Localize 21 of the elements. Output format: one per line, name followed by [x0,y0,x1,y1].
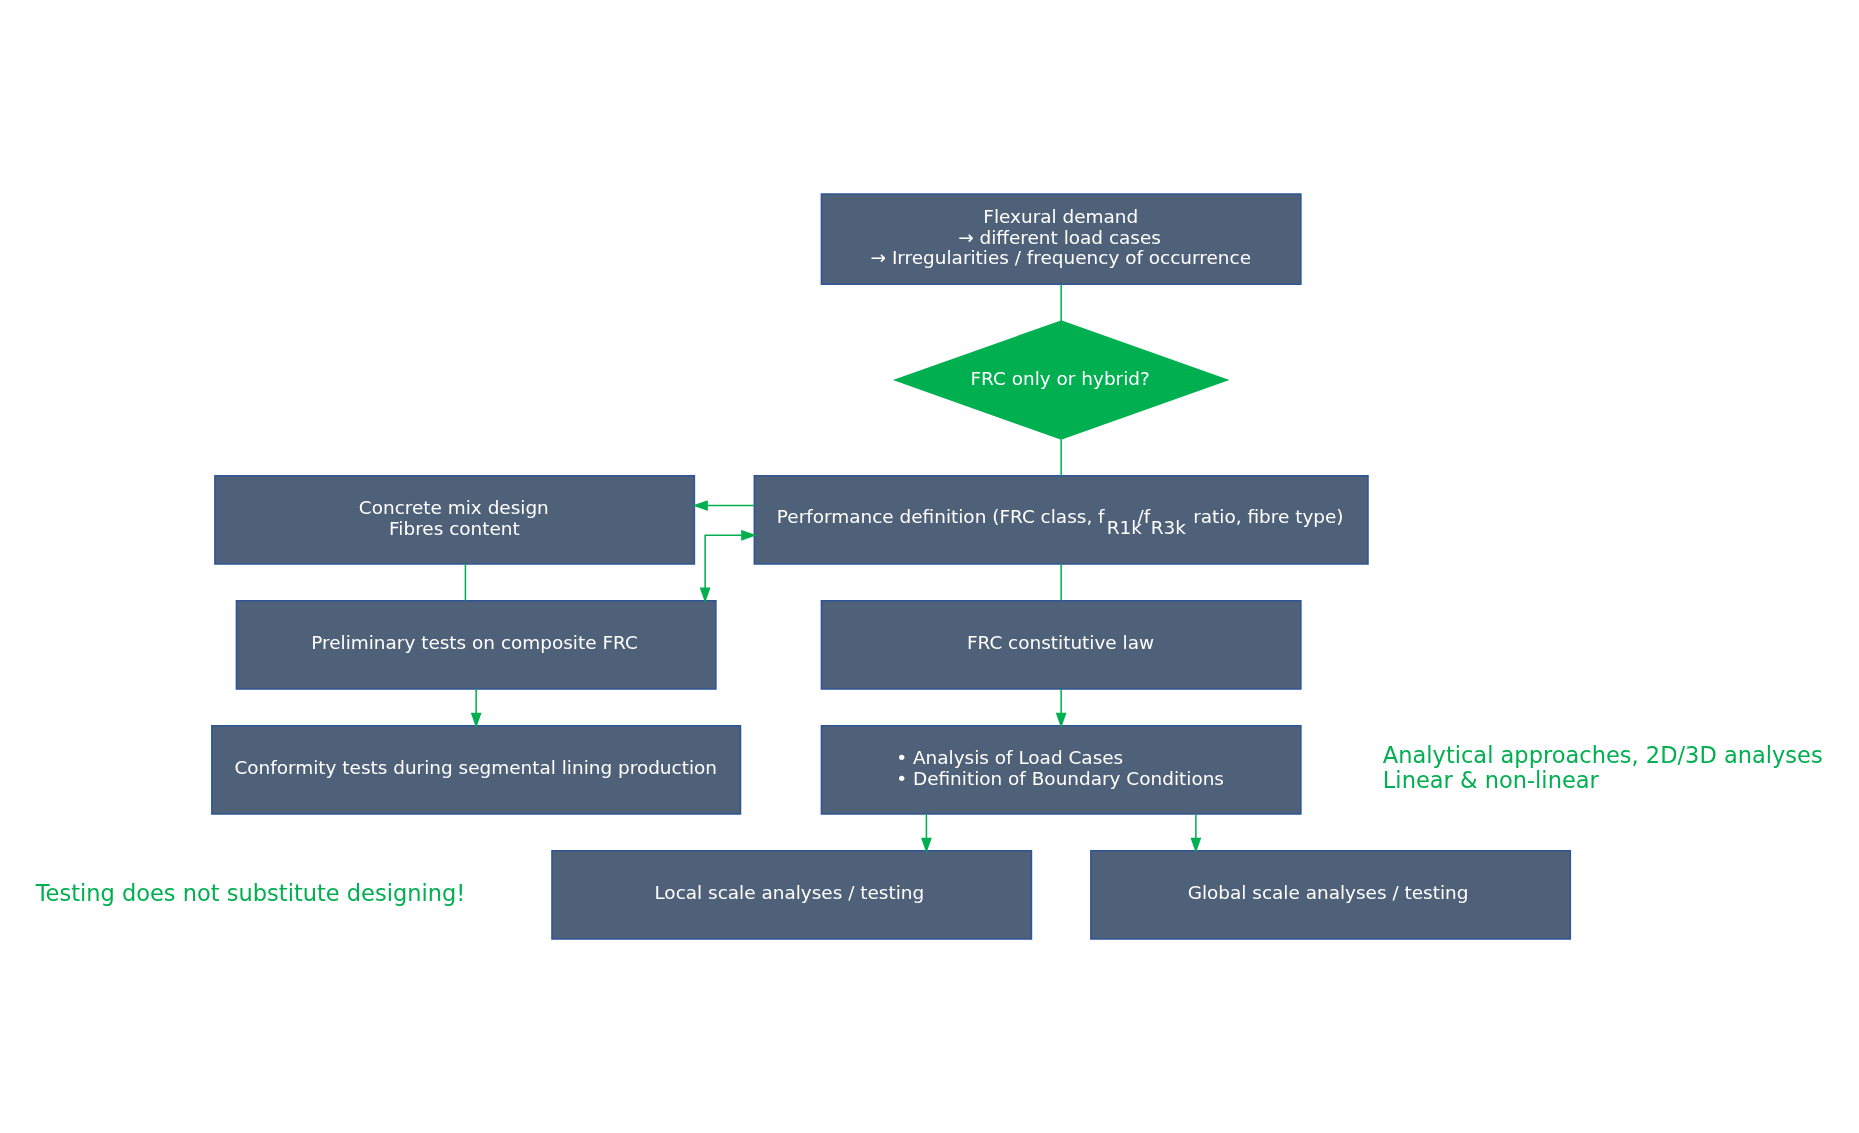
node-box: Conformity tests during segmental lining production [211,725,742,815]
connector [1060,438,1062,477]
arrow [470,688,482,729]
connector [464,563,467,602]
arrow [699,529,757,603]
node-label: Testing does not substitute designing! [35,879,466,906]
connector [1060,283,1062,322]
node-box: Local scale analyses / testing [551,850,1033,940]
node-box: Concrete mix design Fibres content [214,475,696,565]
node-label: Analytical approaches, 2D/3D analyses [1382,742,1823,769]
connector [1060,563,1062,602]
node-box: Global scale analyses / testing [1090,850,1572,940]
node-diamond: FRC only or hybrid? [892,320,1230,440]
node-box: • Analysis of Load Cases • Definition of Boundary Conditions [820,725,1302,815]
arrow [692,500,755,511]
arrow [921,813,932,854]
arrow [1055,688,1067,729]
node-box: Preliminary tests on composite FRC [235,600,717,690]
node-box: FRC constitutive law [820,600,1302,690]
node-box: Flexural demand → different load cases → Irregularities / frequency of occurrence [820,193,1302,285]
arrow [1190,813,1202,854]
